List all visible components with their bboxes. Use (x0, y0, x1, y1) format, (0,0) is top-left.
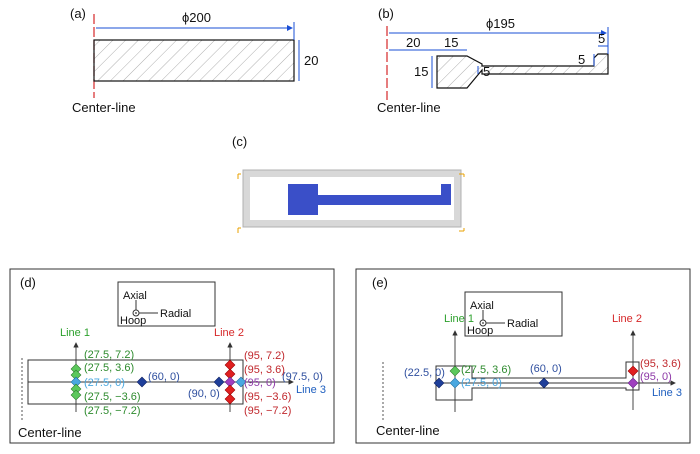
panel-d-l2-label-5: (95, −7.2) (244, 405, 291, 417)
panel-a-disk-section (93, 39, 295, 82)
panel-a-diameter-label: ϕ200 (182, 10, 211, 25)
panel-d-point-l1-2 (70, 369, 82, 381)
panel-d-point-l1-4 (70, 383, 82, 395)
panel-e-label-l1-mid: (27.5, 0) (461, 377, 502, 389)
panel-d-point-l2-3 (224, 376, 236, 388)
panel-d-point-end (235, 376, 247, 388)
panel-d-l1-label-5: (27.5, −7.2) (84, 405, 141, 417)
panel-d-radial-label: Radial (160, 308, 191, 320)
panel-d-l1-label-4: (27.5, −3.6) (84, 391, 141, 403)
panel-b-label-5-top: 5 (598, 31, 605, 46)
panel-b-label-5-web: 5 (483, 64, 490, 79)
panel-e-tag: (e) (372, 275, 388, 290)
panel-e-label-l2-top: (95, 3.6) (640, 358, 681, 370)
panel-d-line3-label: Line 3 (296, 384, 326, 396)
panel-e-point-l2-mid (627, 377, 639, 389)
panel-e-point-l1-top (449, 365, 461, 377)
panel-e-line2-label: Line 2 (612, 313, 642, 325)
panel-d-centerline-label: Center-line (18, 425, 82, 440)
panel-d-point-mid (136, 376, 148, 388)
panel-b-centerline-label: Center-line (377, 100, 441, 115)
panel-a-height-label: 20 (304, 53, 318, 68)
panel-d-line2-label: Line 2 (214, 327, 244, 339)
panel-b-label-15-top: 15 (444, 35, 458, 50)
panel-e-line1-label: Line 1 (444, 313, 474, 325)
panel-d-axial-label: Axial (123, 290, 147, 302)
panel-d-l1-label-3: (27.5, 0) (84, 377, 125, 389)
panel-d-point-l2-5 (224, 393, 236, 405)
panel-d-tag: (d) (20, 275, 36, 290)
panel-d-l2-label-3: (95, 0) (244, 377, 276, 389)
panel-e-point-l2-top (627, 365, 639, 377)
panel-b-label-20: 20 (406, 35, 420, 50)
panel-e-line3-label: Line 3 (652, 387, 682, 399)
panel-e-centerline-label: Center-line (376, 423, 440, 438)
panel-b: (b) ϕ195 20 15 15 5 5 5 Center-line (377, 6, 609, 115)
panel-b-tag: (b) (378, 6, 394, 21)
panel-b-diameter-label: ϕ195 (486, 16, 515, 31)
panel-e-label-mid: (60, 0) (530, 363, 562, 375)
panel-d: (d) Axial Hoop Radial Line 1 Line 2 Line… (9, 268, 335, 444)
panel-d-point-l2-2 (224, 368, 236, 380)
panel-d-end-label: (97.5, 0) (282, 371, 323, 383)
panel-e-radial-label: Radial (507, 318, 538, 330)
panel-d-l1-label-1: (27.5, 7.2) (84, 349, 134, 361)
panel-e-axial-label: Axial (470, 300, 494, 312)
panel-d-point-l1-3 (70, 376, 82, 388)
panel-d-point-l1-1 (70, 363, 82, 375)
panel-d-point-l2-4 (224, 384, 236, 396)
panel-d-axes-legend (117, 281, 216, 327)
panel-e-point-mid (538, 377, 550, 389)
panel-e-label-l1-top: (27.5, 3.6) (461, 364, 511, 376)
panel-c-disk-region (288, 184, 451, 215)
panel-d-hoop-label: Hoop (120, 315, 146, 327)
panel-e-label-l2-mid: (95, 0) (640, 371, 672, 383)
panel-c-tag: (c) (232, 134, 247, 149)
panel-d-label-90: (90, 0) (188, 388, 220, 400)
panel-a: (a) ϕ200 20 Center-line (70, 6, 318, 115)
panel-e: (e) Axial Hoop Radial Line 1 Line 2 Line… (355, 268, 691, 444)
panel-d-l1-label-2: (27.5, 3.6) (84, 362, 134, 374)
panel-d-l2-label-4: (95, −3.6) (244, 391, 291, 403)
panel-c: (c) (232, 134, 465, 233)
panel-a-centerline-label: Center-line (72, 100, 136, 115)
panel-b-label-15-left: 15 (414, 64, 428, 79)
panel-d-mid-label: (60, 0) (148, 371, 180, 383)
panel-b-disk-section (436, 53, 609, 89)
panel-e-hoop-label: Hoop (467, 325, 493, 337)
panel-d-l2-label-1: (95, 7.2) (244, 350, 285, 362)
panel-e-point-left (433, 377, 445, 389)
panel-b-label-5-rim: 5 (578, 52, 585, 67)
panel-a-tag: (a) (70, 6, 86, 21)
panel-e-disk-profile (435, 361, 640, 401)
panel-e-axes-legend (464, 291, 563, 337)
panel-d-point-l2-1 (224, 359, 236, 371)
panel-d-line1-label: Line 1 (60, 327, 90, 339)
panel-e-label-left: (22.5, 0) (404, 367, 445, 379)
panel-d-l2-label-2: (95, 3.6) (244, 364, 285, 376)
panel-e-point-l1-mid (449, 377, 461, 389)
panel-d-point-l1-5 (70, 389, 82, 401)
panel-d-point-90 (213, 376, 225, 388)
